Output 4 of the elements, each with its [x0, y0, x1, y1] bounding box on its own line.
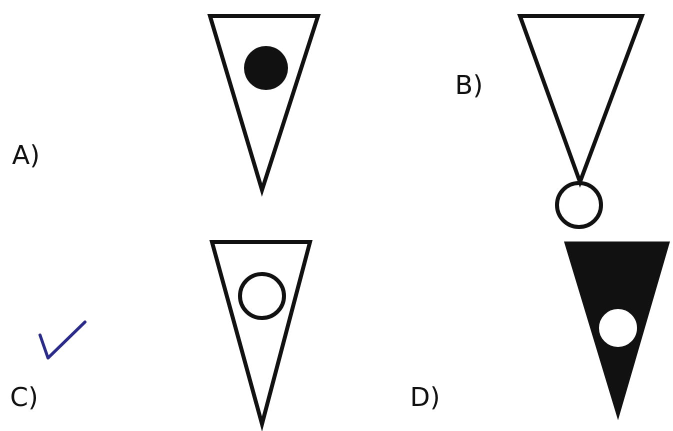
option-label: A) — [12, 143, 40, 169]
option-label: D) — [410, 385, 440, 411]
option-label: B) — [455, 73, 483, 99]
option-label: C) — [10, 385, 38, 411]
